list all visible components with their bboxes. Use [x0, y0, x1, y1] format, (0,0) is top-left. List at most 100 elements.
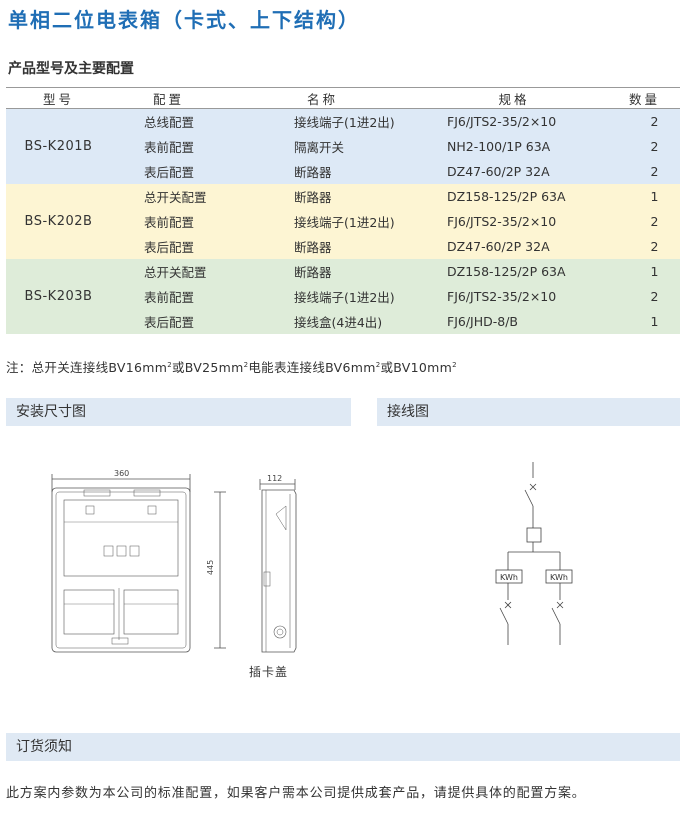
side-body: [261, 489, 297, 653]
kwh-meter-left: [495, 569, 523, 584]
order-note-text: 此方案内参数为本公司的标准配置，如果客户需本公司提供成套产品，请提供具体的配置方…: [6, 786, 586, 801]
note-sup: 2: [452, 360, 457, 369]
note-text: 电能表连接线BV6mm: [248, 360, 376, 375]
lock-latch: [111, 637, 129, 645]
width-label: 360: [114, 469, 129, 478]
meter-slot: [85, 505, 95, 515]
table-row: 表后配置 断路器 DZ47-60/2P 32A 2: [6, 234, 680, 259]
page-title: 单相二位电表箱（卡式、上下结构）: [8, 8, 360, 32]
name-cell: 断路器: [226, 159, 419, 184]
spec-cell: DZ158-125/2P 63A: [419, 259, 609, 284]
header-spec: 规格: [419, 87, 609, 109]
table-row: 表后配置 接线盒(4进4出) FJ6/JHD-8/B 1: [6, 309, 680, 334]
meter-slot: [147, 505, 157, 515]
spec-cell: NH2-100/1P 63A: [419, 134, 609, 159]
header-config: 配置: [111, 87, 226, 109]
qty-cell: 1: [609, 259, 680, 284]
table-row: BS-K203B 总开关配置 断路器 DZ158-125/2P 63A 1: [6, 259, 680, 334]
switch-mark: [504, 601, 512, 609]
table-row: 表前配置 隔离开关 NH2-100/1P 63A 2: [6, 134, 680, 159]
front-frame: [51, 487, 191, 653]
config-cell: 总线配置: [111, 108, 226, 134]
table-row: 表前配置 接线端子(1进2出) FJ6/JTS2-35/2×10 2: [6, 284, 680, 309]
kwh-meter-right: [545, 569, 573, 584]
spec-cell: FJ6/JTS2-35/2×10: [419, 284, 609, 309]
table-header-row: 型号 配置 名称 规格 数量: [6, 87, 680, 109]
main-breaker-box: [526, 527, 542, 543]
card-slot: [129, 545, 140, 557]
name-cell: 接线盒(4进4出): [226, 309, 419, 334]
kwh-label: KWh: [550, 573, 568, 582]
table-row: BS-K202B 总开关配置 断路器 DZ158-125/2P 63A 1: [6, 184, 680, 259]
name-cell: 断路器: [226, 259, 419, 284]
front-view-drawing: 360 445: [51, 469, 226, 653]
config-cell: 表前配置: [111, 209, 226, 234]
config-cell: 表后配置: [111, 234, 226, 259]
name-cell: 断路器: [226, 184, 419, 209]
note-text: 或BV10mm: [380, 360, 453, 375]
qty-cell: 2: [609, 284, 680, 309]
model-cell: BS-K203B: [6, 259, 111, 334]
spec-cell: DZ47-60/2P 32A: [419, 234, 609, 259]
config-cell: 总开关配置: [111, 259, 226, 284]
meter-window: [63, 499, 179, 577]
table-subtitle: 产品型号及主要配置: [8, 61, 134, 77]
name-cell: 隔离开关: [226, 134, 419, 159]
note-text: 注：总开关连接线BV16mm: [6, 360, 168, 375]
switch-mark: [556, 601, 564, 609]
config-cell: 表后配置: [111, 159, 226, 184]
side-bracket: [275, 505, 287, 531]
qty-cell: 1: [609, 309, 680, 334]
note-sup: 2: [167, 360, 172, 369]
height-label: 445: [206, 560, 215, 575]
breaker-window-left: [63, 589, 115, 635]
qty-cell: 1: [609, 184, 680, 209]
kwh-label: KWh: [500, 573, 518, 582]
wiring-diagram: KWh KWh: [495, 462, 573, 645]
spec-cell: DZ47-60/2P 32A: [419, 159, 609, 184]
header-name: 名称: [226, 87, 419, 109]
cable-entry: [273, 625, 287, 639]
name-cell: 断路器: [226, 234, 419, 259]
section-install-dimensions: 安装尺寸图: [6, 398, 351, 426]
depth-label: 112: [267, 474, 282, 483]
card-slot: [103, 545, 114, 557]
config-cell: 表前配置: [111, 134, 226, 159]
side-view-drawing: 112: [259, 474, 297, 653]
model-cell: BS-K202B: [6, 184, 111, 259]
name-cell: 接线端子(1进2出): [226, 284, 419, 309]
name-cell: 接线端子(1进2出): [226, 108, 419, 134]
note-sup: 2: [375, 360, 381, 369]
branch-switch-blade: [499, 607, 509, 625]
table-row: BS-K201B 总线配置 接线端子(1进2出) FJ6/JTS2-35/2×1…: [6, 108, 680, 184]
side-latch: [263, 571, 271, 587]
note-sup: 2: [243, 360, 249, 369]
qty-cell: 2: [609, 209, 680, 234]
section-wiring-diagram: 接线图: [377, 398, 680, 426]
spec-cell: FJ6/JTS2-35/2×10: [419, 209, 609, 234]
drawing-caption: 插卡盖: [249, 665, 289, 679]
config-table: 型号 配置 名称 规格 数量 BS-K201B 总线配置 接线端子(1进2出) …: [6, 87, 680, 334]
table-row: 表后配置 断路器 DZ47-60/2P 32A 2: [6, 159, 680, 184]
table-row: 表前配置 接线端子(1进2出) FJ6/JTS2-35/2×10 2: [6, 209, 680, 234]
qty-cell: 2: [609, 159, 680, 184]
qty-cell: 2: [609, 108, 680, 134]
header-qty: 数量: [609, 87, 680, 109]
main-switch-blade: [524, 489, 534, 507]
wiring-note: 注：总开关连接线BV16mm2或BV25mm2电能表连接线BV6mm2或BV10…: [6, 357, 457, 376]
front-inner-frame: [55, 491, 187, 649]
top-hinge: [83, 489, 111, 497]
branch-switch-blade: [551, 607, 561, 625]
breaker-window-right: [123, 589, 179, 635]
model-cell: BS-K201B: [6, 108, 111, 184]
header-model: 型号: [6, 87, 111, 109]
qty-cell: 2: [609, 134, 680, 159]
spec-cell: DZ158-125/2P 63A: [419, 184, 609, 209]
cable-entry-inner: [276, 628, 284, 636]
config-cell: 表前配置: [111, 284, 226, 309]
section-order-notes: 订货须知: [6, 733, 680, 761]
note-text: 或BV25mm: [171, 360, 244, 375]
top-hinge: [133, 489, 161, 497]
spec-cell: FJ6/JTS2-35/2×10: [419, 108, 609, 134]
